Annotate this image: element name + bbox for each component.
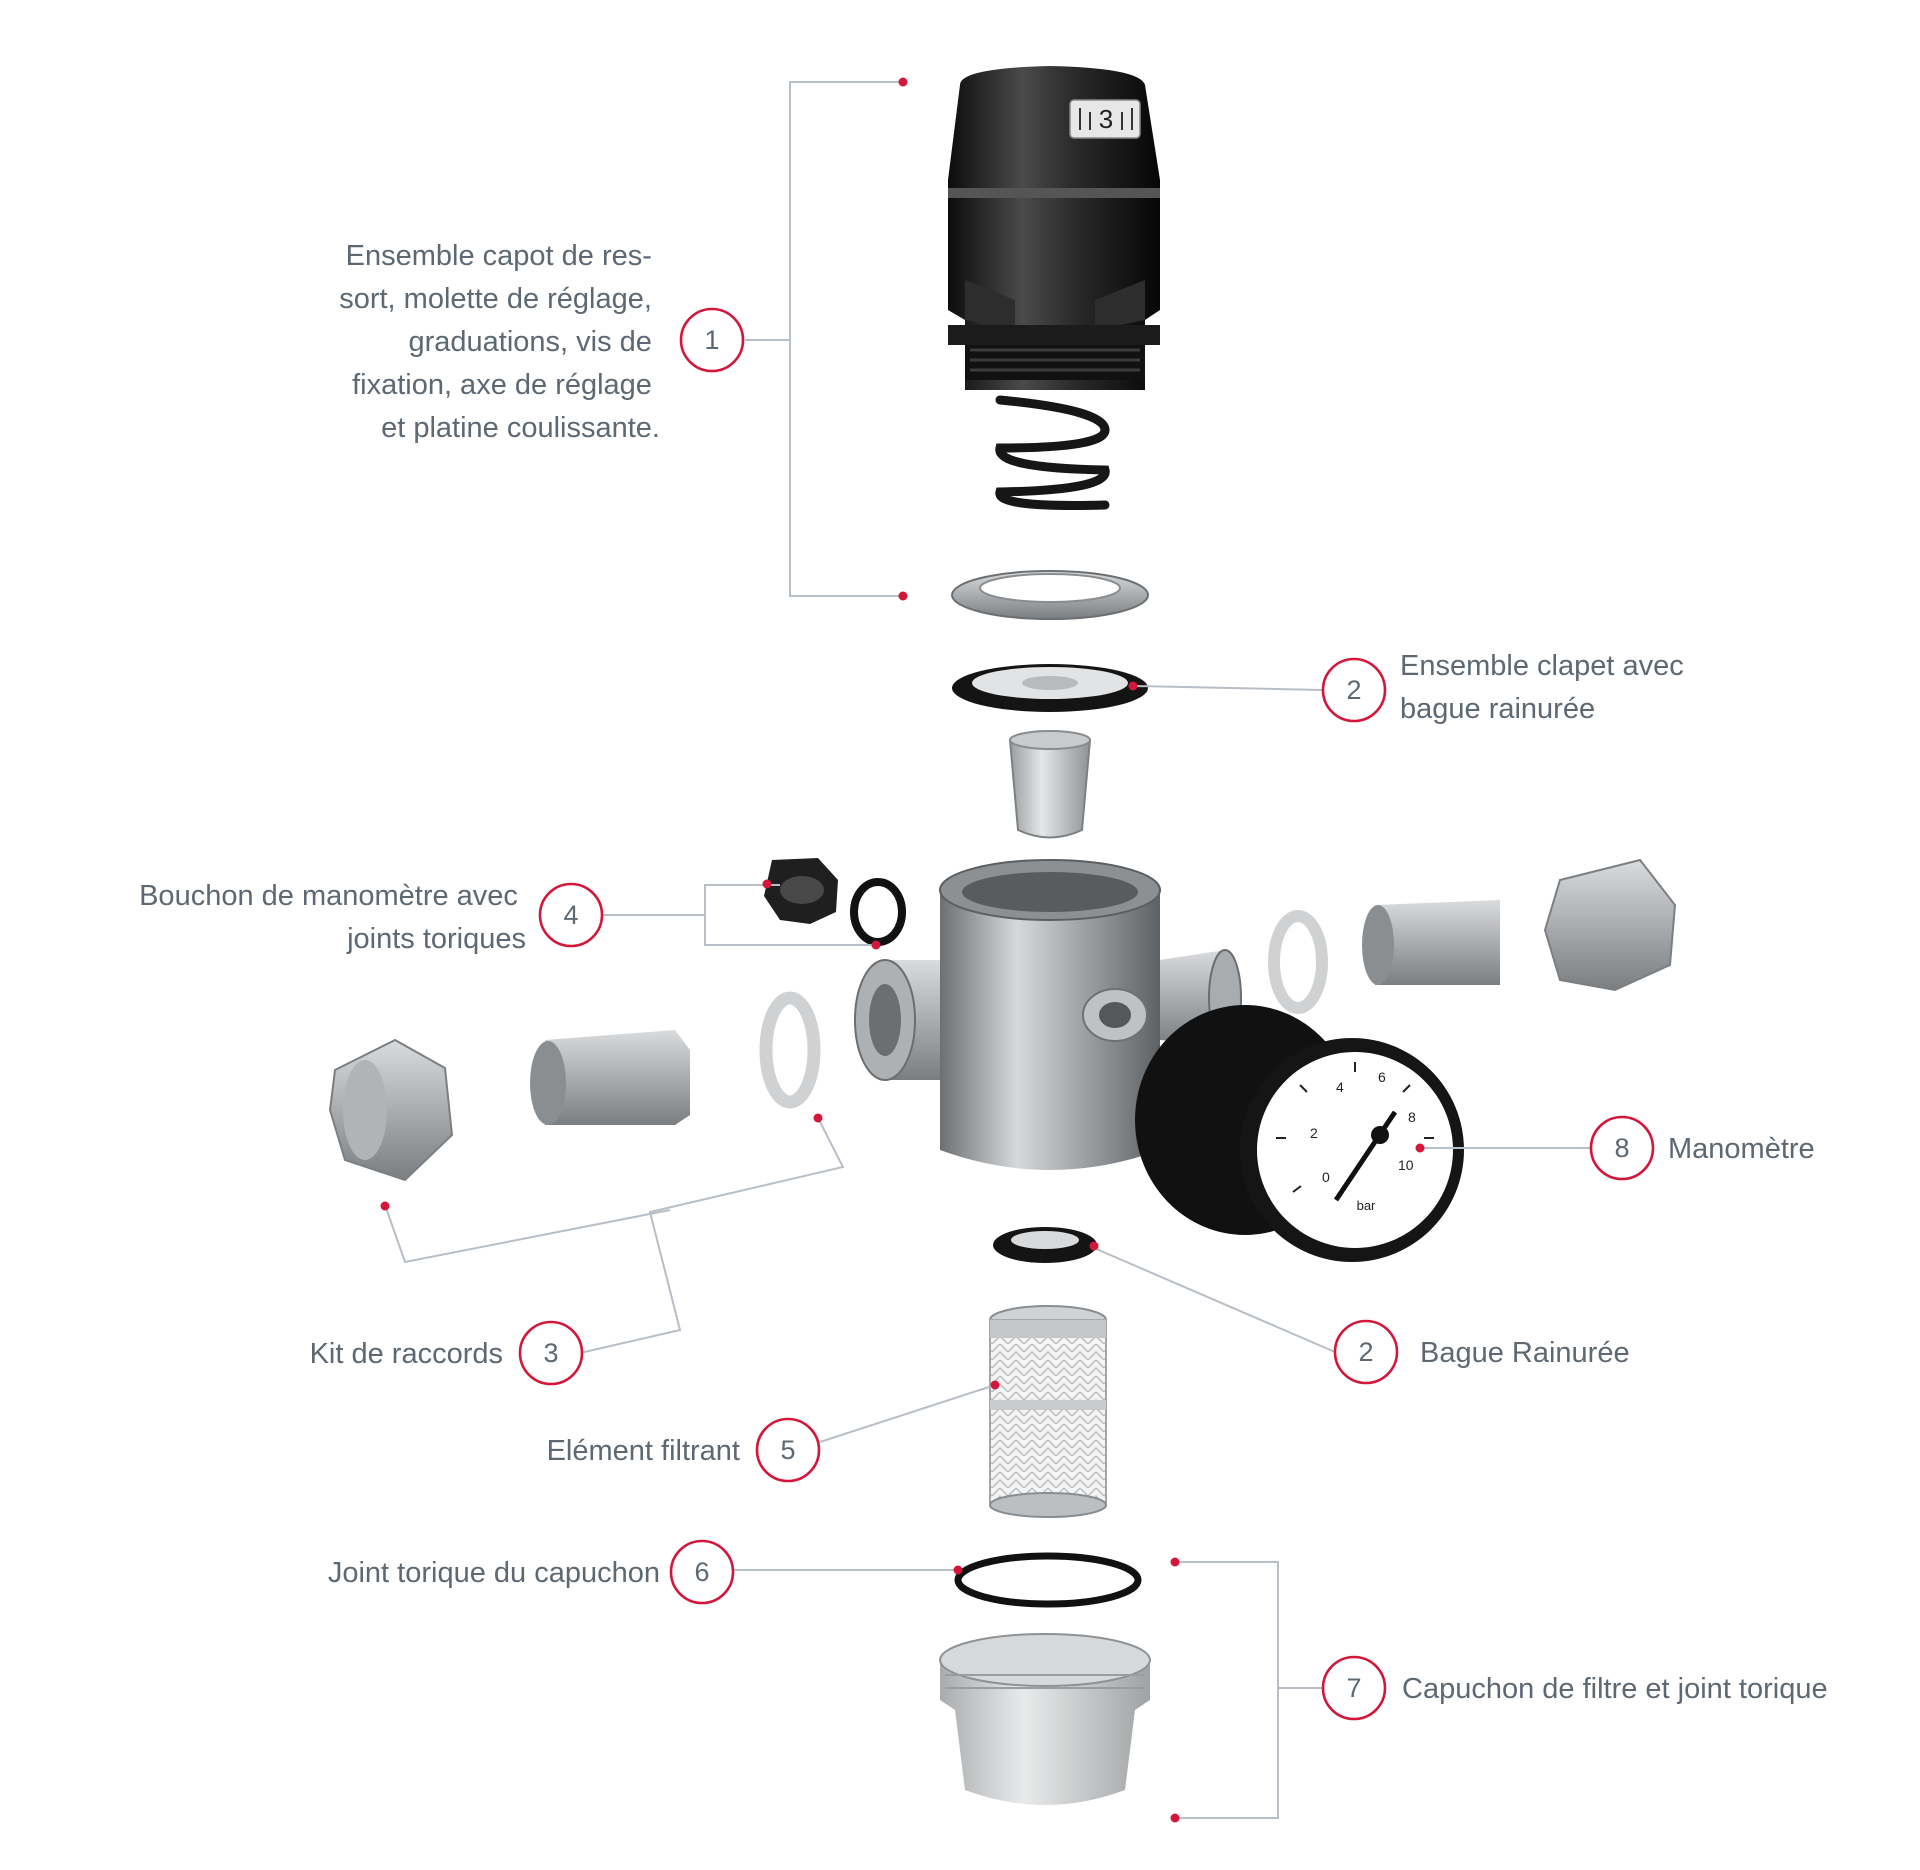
left-fittings [328,991,821,1182]
callout-5: 5 [755,1417,821,1483]
pressure-gauge: 0 2 4 6 8 10 bar [1135,1005,1464,1262]
filter-element [989,1305,1107,1518]
callout-number: 5 [780,1435,795,1465]
callout-number: 2 [1358,1337,1373,1367]
leader-lines [384,81,1590,1819]
gauge-plug [764,858,906,946]
callout-4-label: Bouchon de manomètre avec joints torique… [139,880,526,955]
callout-6: 6 [669,1539,735,1605]
callout-2b: 2 [1333,1319,1399,1385]
callout-number: 7 [1346,1673,1361,1703]
callout-3: 3 [518,1320,584,1386]
callout-5-label: Elément filtrant [547,1435,740,1467]
gauge-tick-10: 10 [1398,1157,1414,1173]
grooved-ring-bottom [993,1227,1097,1263]
right-fittings [1268,858,1677,1014]
callout-2b-label: Bague Rainurée [1420,1337,1630,1369]
gauge-tick-6: 6 [1378,1069,1386,1085]
callout-number: 2 [1346,675,1361,705]
gauge-unit: bar [1357,1198,1376,1213]
spring [995,395,1110,510]
callout-number: 8 [1614,1133,1629,1163]
callout-number: 4 [563,900,578,930]
sliding-plate-ring [951,570,1149,620]
spring-cap-assembly: 3 [948,66,1160,390]
callout-4: 4 [538,882,604,948]
callout-2a-label: Ensemble clapet avec bague rainurée [1400,650,1692,725]
callout-6-label: Joint torique du capuchon [328,1557,660,1589]
valve-body [854,859,1242,1170]
gauge-needle [1333,1110,1398,1202]
connection-dots [380,77,1425,1823]
callout-number: 3 [543,1338,558,1368]
knob-scale-value: 3 [1099,104,1113,134]
callout-8: 8 [1589,1115,1655,1181]
gauge-tick-8: 8 [1408,1109,1416,1125]
gauge-tick-4: 4 [1336,1079,1344,1095]
cap-o-ring [954,1552,1142,1608]
valve-assembly [952,664,1148,839]
gauge-tick-0: 0 [1322,1169,1330,1185]
callout-1: 1 [679,307,745,373]
callout-8-label: Manomètre [1668,1133,1815,1165]
filter-cap [939,1633,1151,1805]
gauge-tick-2: 2 [1310,1125,1318,1141]
callout-7-label: Capuchon de filtre et joint torique [1402,1673,1828,1705]
callout-1-label: Ensemble capot de res- sort, molette de … [339,240,660,444]
callout-2a: 2 [1321,657,1387,723]
callout-3-label: Kit de raccords [310,1338,503,1370]
callout-number: 6 [694,1557,709,1587]
callout-number: 1 [704,325,719,355]
callout-7: 7 [1321,1655,1387,1721]
